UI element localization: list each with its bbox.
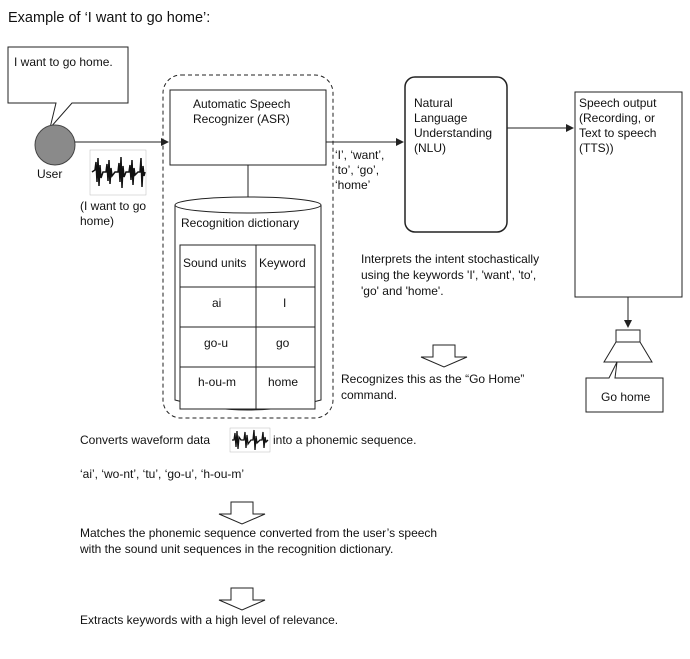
page-title: Example of ‘I want to go home’: — [8, 10, 211, 26]
step-match-line2: with the sound unit sequences in the rec… — [80, 542, 394, 556]
step-convert-prefix: Converts waveform data — [80, 433, 211, 447]
speech-output-title-line1: Speech output — [579, 96, 657, 110]
asr-box — [169, 89, 327, 166]
table-header-keyword: Keyword — [259, 256, 306, 270]
asr-title-line1: Automatic Speech — [193, 97, 291, 111]
dictionary-table-grid — [179, 244, 316, 410]
down-arrow-nlu-result — [420, 344, 468, 368]
nlu-box — [404, 76, 508, 233]
table-cell-sound-unit: go-u — [204, 336, 229, 350]
step-extract: Extracts keywords with a high level of r… — [80, 613, 339, 627]
nlu-title-line4: (NLU) — [414, 141, 446, 155]
table-cell-sound-unit: ai — [212, 296, 222, 310]
down-arrow-step-2 — [218, 587, 266, 611]
speaker-bubble-text: Go home — [601, 390, 651, 404]
nlu-note-line3: 'go' and 'home'. — [361, 284, 444, 298]
user-speech-bubble — [7, 46, 129, 129]
nlu-note-line1: Interprets the intent stochastically — [361, 252, 540, 266]
keywords-flow-line1: ‘I’, ‘want’, — [335, 148, 385, 162]
keywords-flow-line2: ‘to’, ‘go’, — [335, 163, 380, 177]
nlu-result-line1: Recognizes this as the “Go Home” — [341, 372, 525, 386]
nlu-result-line2: command. — [341, 388, 398, 402]
user-speech-text: I want to go home. — [14, 55, 113, 69]
speech-output-title-line3: Text to speech — [579, 126, 657, 140]
table-cell-keyword: I — [283, 296, 287, 310]
speaker-icon — [603, 329, 653, 363]
down-arrow-step-1 — [218, 501, 266, 525]
waveform-icon — [89, 149, 147, 196]
table-cell-sound-unit: h-ou-m — [198, 375, 237, 389]
table-cell-keyword: go — [276, 336, 290, 350]
step-phonemes: ‘ai’, ‘wo-nt’, ‘tu’, ‘go-u’, ‘h-ou-m’ — [80, 467, 245, 481]
inline-waveform-icon — [229, 427, 271, 453]
nlu-title-line1: Natural — [414, 96, 453, 110]
speech-output-box — [574, 91, 683, 298]
speech-output-title-line4: (TTS)) — [579, 141, 614, 155]
user-icon — [34, 124, 76, 166]
asr-title-line2: Recognizer (ASR) — [193, 112, 290, 126]
step-match-line1: Matches the phonemic sequence converted … — [80, 526, 438, 540]
waveform-caption-line2: home) — [80, 214, 115, 228]
dictionary-title: Recognition dictionary — [181, 216, 300, 230]
waveform-caption-line1: (I want to go — [80, 199, 147, 213]
keywords-flow-line3: ‘home’ — [335, 178, 371, 192]
asr-container — [162, 74, 334, 419]
table-cell-keyword: home — [268, 375, 299, 389]
speaker-speech-bubble — [585, 361, 664, 413]
nlu-title-line3: Understanding — [414, 126, 493, 140]
user-label: User — [37, 167, 63, 181]
step-convert-suffix: into a phonemic sequence. — [273, 433, 417, 447]
speech-output-title-line2: (Recording, or — [579, 111, 656, 125]
nlu-note-line2: using the keywords 'I', 'want', 'to', — [361, 268, 537, 282]
table-header-sound-units: Sound units — [183, 256, 247, 270]
nlu-title-line2: Language — [414, 111, 468, 125]
